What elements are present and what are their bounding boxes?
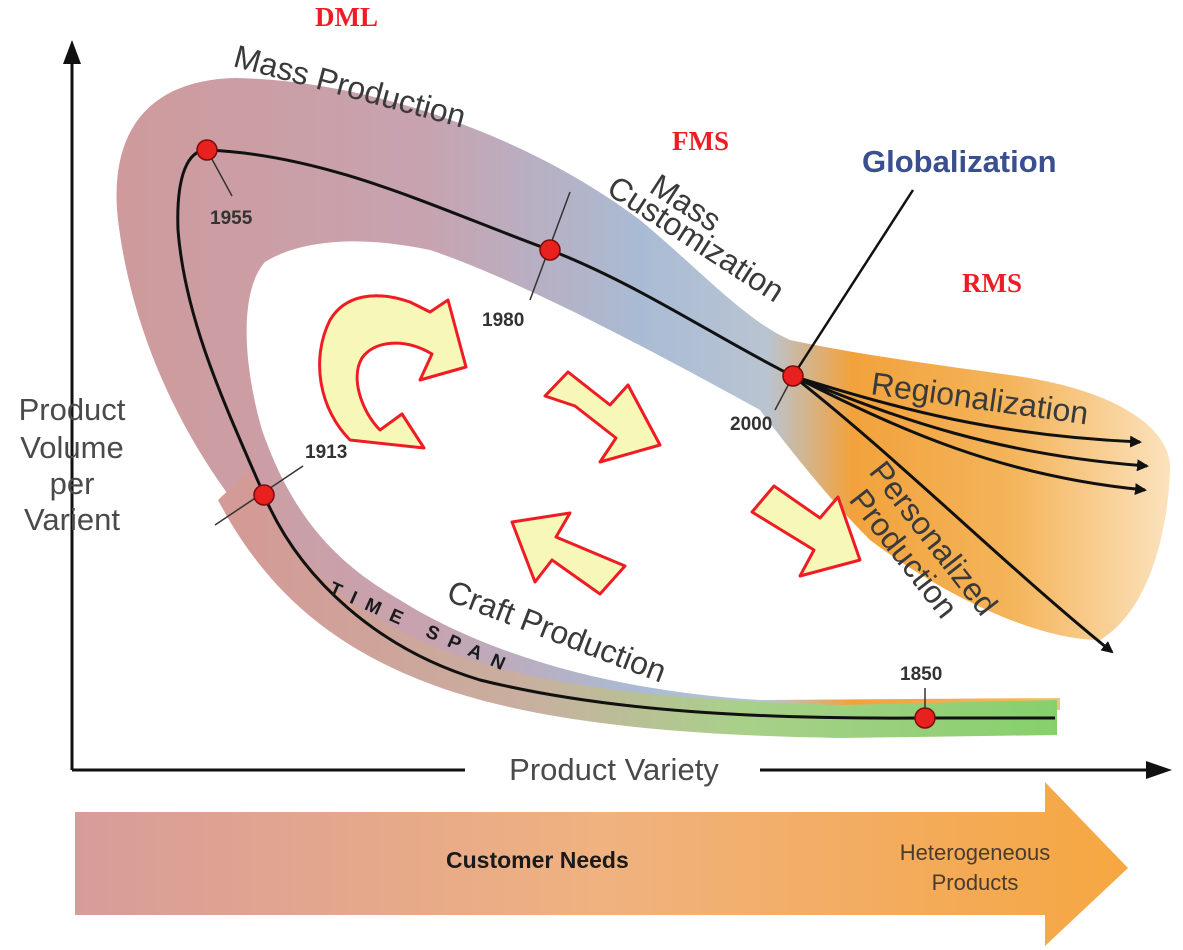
- year-label-1955: 1955: [210, 208, 253, 229]
- regional-arrow-3: [792, 374, 1147, 496]
- x-axis-arrowhead: [1146, 761, 1172, 779]
- milestone-dot-1913: [253, 484, 275, 506]
- regional-arrow-1: [792, 374, 1142, 448]
- curved-block-arrow: [318, 294, 468, 450]
- y-axis-label-line1: Product: [19, 392, 126, 427]
- globalization-pointer: [791, 189, 915, 377]
- milestone-dot-1955: [196, 139, 218, 161]
- block-arrow-down-right: [750, 484, 862, 578]
- y-axis-label-line4: Varient: [24, 502, 120, 537]
- year-label-1850: 1850: [900, 664, 942, 685]
- customer-needs-label: Customer Needs: [446, 847, 629, 873]
- personalized-arrow: [792, 374, 1114, 654]
- craft-band: [218, 470, 1057, 738]
- y-axis-label-line2: Volume: [20, 430, 123, 465]
- milestone-dot-1980: [539, 239, 561, 261]
- milestone-dot-1850: [914, 707, 936, 729]
- regional-arrow-2: [792, 374, 1149, 472]
- block-arrow-up-left: [510, 511, 627, 596]
- customer-needs-arrow: [75, 782, 1128, 946]
- evolution-band: [116, 78, 1171, 720]
- y-axis-arrowhead: [63, 40, 81, 64]
- heterogeneous-label-line1: Heterogeneous: [900, 840, 1050, 865]
- y-axis-label-line3: per: [50, 466, 95, 501]
- dml-label: DML: [315, 2, 378, 32]
- block-arrow-right-down: [543, 370, 662, 464]
- milestone-dot-2000: [782, 365, 804, 387]
- rms-label: RMS: [962, 268, 1022, 298]
- fms-label: FMS: [672, 126, 729, 156]
- year-label-1913: 1913: [305, 442, 347, 463]
- globalization-label: Globalization: [862, 144, 1057, 179]
- year-label-1980: 1980: [482, 310, 524, 331]
- x-axis-label: Product Variety: [509, 752, 719, 787]
- heterogeneous-label-line2: Products: [932, 870, 1019, 895]
- year-label-2000: 2000: [730, 414, 772, 435]
